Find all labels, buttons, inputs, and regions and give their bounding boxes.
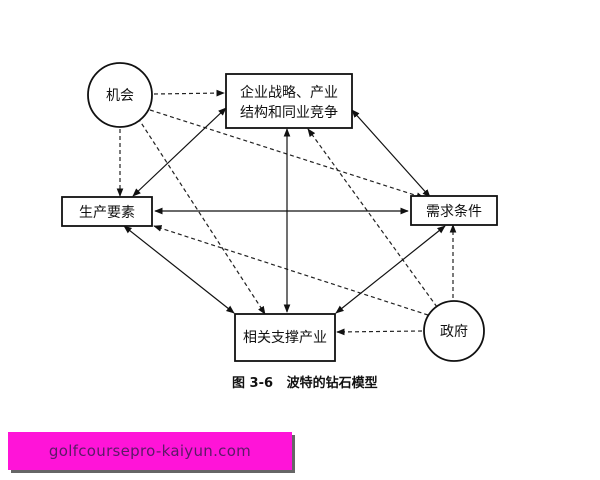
- node-government-label: 政府: [440, 324, 468, 340]
- node-firm-strategy-label-line2: 结构和同业竞争: [240, 104, 338, 121]
- node-related-industries-label: 相关支撑产业: [243, 330, 327, 346]
- node-government: 政府: [423, 300, 485, 362]
- node-related-industries: 相关支撑产业: [234, 313, 336, 362]
- node-factor-conditions: 生产要素: [61, 196, 153, 227]
- node-demand-conditions: 需求条件: [410, 195, 498, 226]
- node-chance-label: 机会: [106, 88, 134, 104]
- node-demand-conditions-label: 需求条件: [426, 203, 482, 220]
- watermark-text: golfcoursepro-kaiyun.com: [48, 442, 252, 460]
- node-firm-strategy-label-line1: 企业战略、产业: [240, 84, 338, 101]
- node-firm-strategy: 企业战略、产业 结构和同业竞争: [225, 73, 353, 129]
- figure-caption: 图 3-6 波特的钻石模型: [232, 372, 378, 391]
- figure-number: 图 3-6: [232, 376, 274, 391]
- node-factor-conditions-label: 生产要素: [79, 205, 135, 221]
- watermark-banner: golfcoursepro-kaiyun.com: [8, 432, 292, 470]
- determinant-interaction-arrows: [123, 107, 446, 314]
- figure-title: 波特的钻石模型: [286, 376, 378, 391]
- node-chance: 机会: [87, 62, 153, 128]
